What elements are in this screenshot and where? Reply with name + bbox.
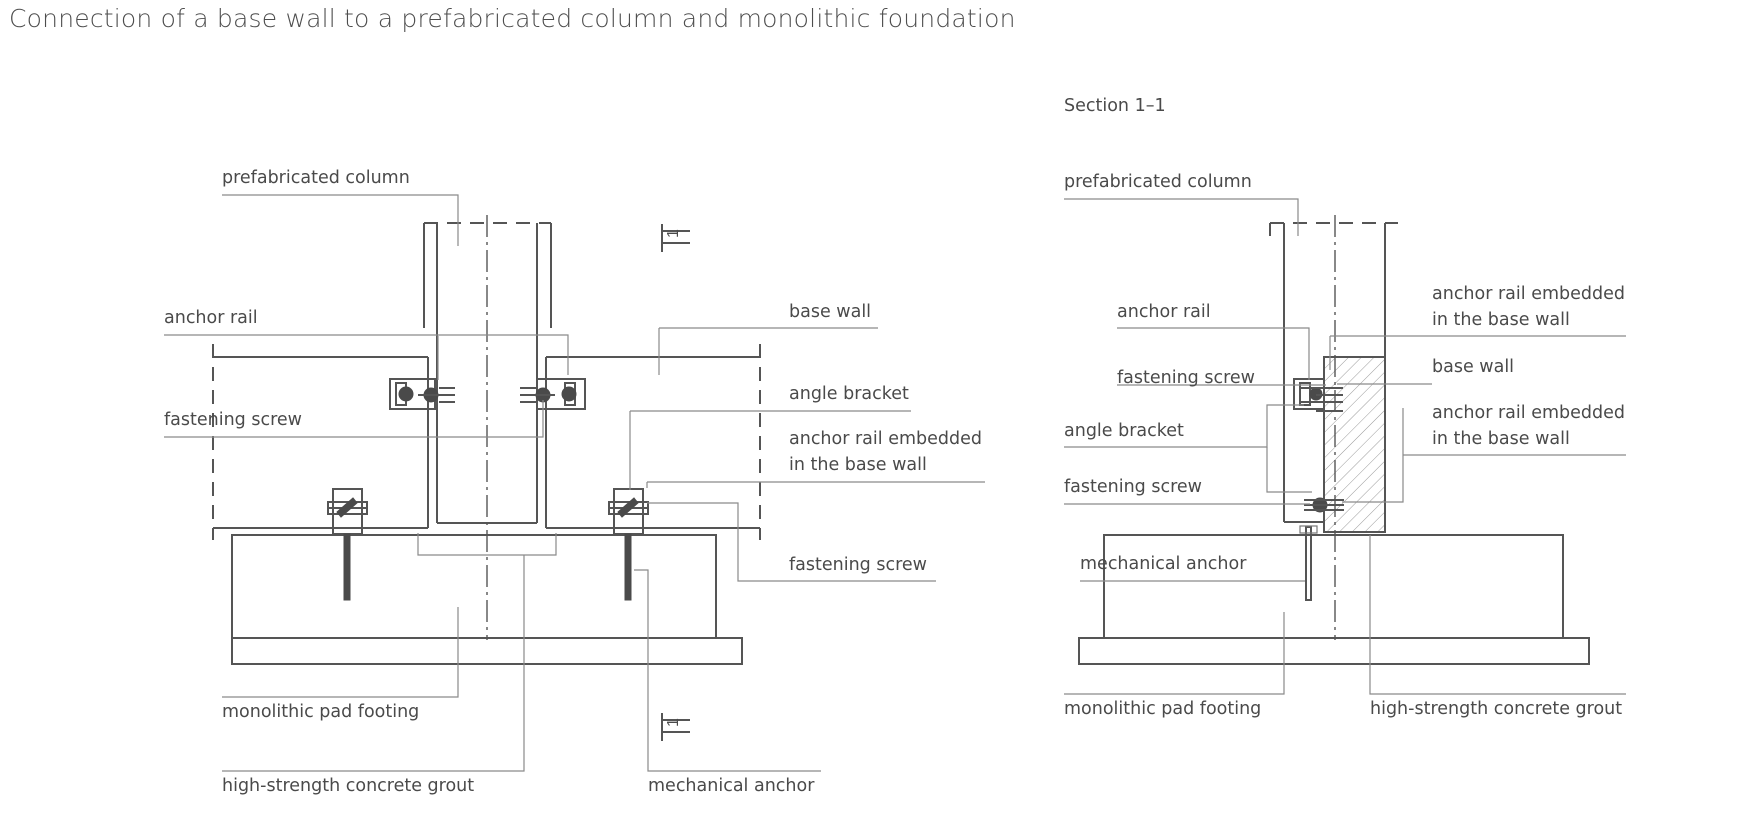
section-upper-bracket bbox=[1293, 378, 1343, 412]
label-section-fastening-screw-top: fastening screw bbox=[1117, 368, 1255, 388]
section-lower-bracket bbox=[1299, 497, 1344, 601]
label-angle-bracket: angle bracket bbox=[789, 384, 909, 404]
label-section-high-strength-grout: high-strength concrete grout bbox=[1370, 699, 1623, 719]
label-base-wall: base wall bbox=[789, 302, 872, 322]
label-section-anchor-rail-embedded-mid-2: in the base wall bbox=[1432, 429, 1570, 449]
elevation-base-wall-left bbox=[212, 344, 429, 540]
elevation-leaders bbox=[164, 194, 985, 772]
section-marker-top: 1 bbox=[661, 224, 690, 252]
label-anchor-rail-embedded-1: anchor rail embedded bbox=[789, 429, 982, 449]
elevation-prefabricated-column bbox=[423, 222, 552, 524]
section-prefabricated-column bbox=[1269, 222, 1398, 523]
elevation-base-wall-right bbox=[545, 344, 761, 540]
section-leaders bbox=[1064, 198, 1626, 695]
label-section-anchor-rail-embedded-mid-1: anchor rail embedded bbox=[1432, 403, 1625, 423]
label-fastening-screw-right: fastening screw bbox=[789, 555, 927, 575]
label-anchor-rail-embedded-2: in the base wall bbox=[789, 455, 927, 475]
elevation-upper-bracket-right bbox=[520, 378, 586, 410]
label-section-fastening-screw-bottom: fastening screw bbox=[1064, 477, 1202, 497]
label-section-anchor-rail: anchor rail bbox=[1117, 302, 1211, 322]
label-section-mechanical-anchor: mechanical anchor bbox=[1080, 554, 1247, 574]
label-fastening-screw-left: fastening screw bbox=[164, 410, 302, 430]
label-section-angle-bracket: angle bracket bbox=[1064, 421, 1184, 441]
elevation-view: 1 1 bbox=[164, 194, 985, 772]
label-section-title: Section 1–1 bbox=[1064, 96, 1166, 116]
label-mechanical-anchor: mechanical anchor bbox=[648, 776, 815, 796]
section-base-wall bbox=[1323, 356, 1386, 533]
label-section-base-wall: base wall bbox=[1432, 357, 1515, 377]
label-section-prefabricated-column: prefabricated column bbox=[1064, 172, 1252, 192]
section-marker-top-number: 1 bbox=[665, 229, 682, 238]
label-section-anchor-rail-embedded-top-1: anchor rail embedded bbox=[1432, 284, 1625, 304]
label-anchor-rail: anchor rail bbox=[164, 308, 258, 328]
label-prefabricated-column: prefabricated column bbox=[222, 168, 410, 188]
section-marker-bottom: 1 bbox=[661, 713, 690, 741]
section-pad-footing bbox=[1078, 534, 1590, 665]
label-monolithic-pad-footing: monolithic pad footing bbox=[222, 702, 420, 722]
section-marker-bottom-number: 1 bbox=[665, 718, 682, 727]
section-view bbox=[1064, 198, 1626, 695]
label-section-monolithic-pad-footing: monolithic pad footing bbox=[1064, 699, 1262, 719]
elevation-upper-bracket-left bbox=[389, 378, 455, 410]
elevation-lower-bracket-left bbox=[327, 488, 368, 601]
label-section-anchor-rail-embedded-top-2: in the base wall bbox=[1432, 310, 1570, 330]
label-high-strength-grout: high-strength concrete grout bbox=[222, 776, 475, 796]
elevation-lower-bracket-right bbox=[608, 488, 649, 601]
elevation-pad-footing bbox=[231, 534, 743, 665]
drawing-title: Connection of a base wall to a prefabric… bbox=[9, 4, 1016, 33]
